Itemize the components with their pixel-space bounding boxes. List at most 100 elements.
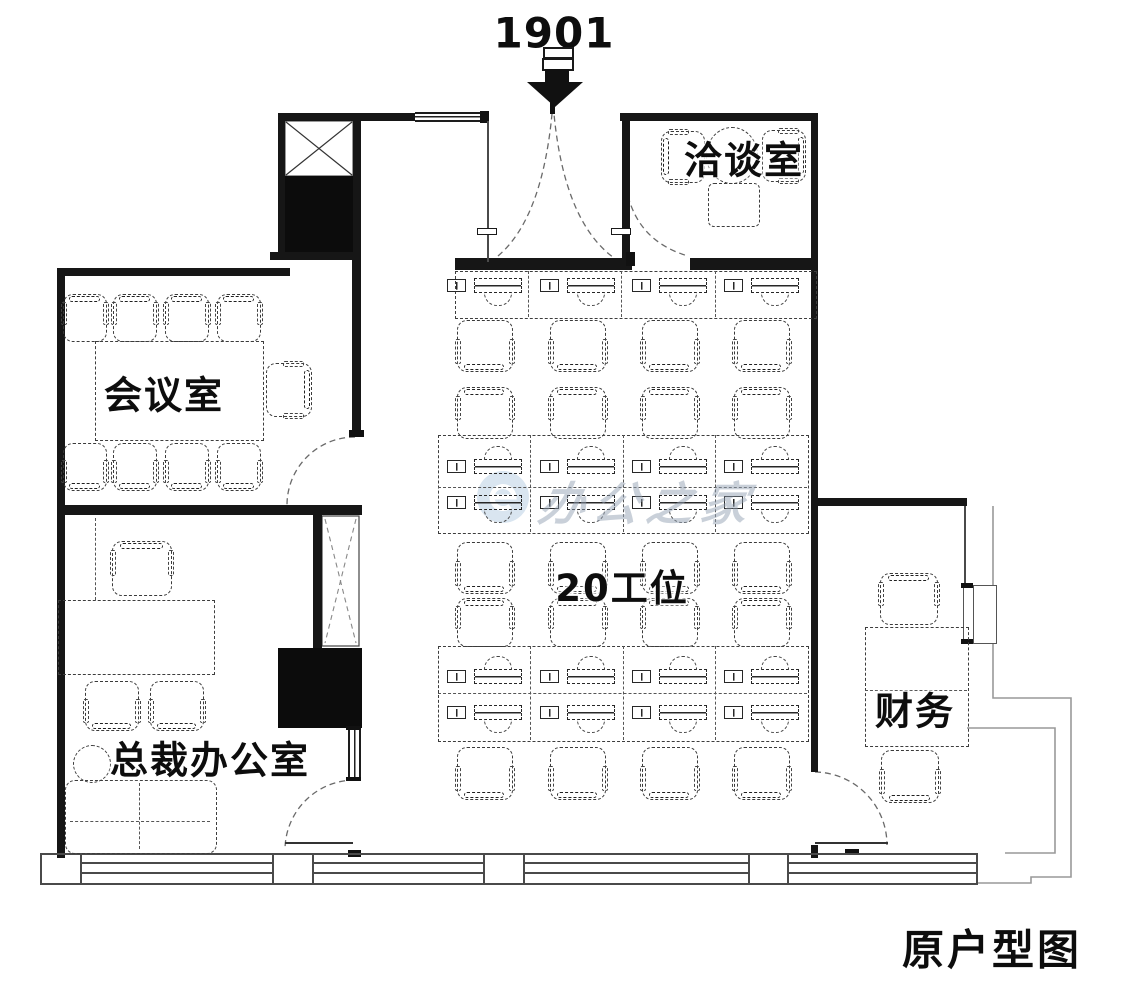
chair-arm bbox=[509, 766, 515, 792]
window-glazing-line bbox=[80, 862, 272, 864]
wall-finance-top bbox=[813, 498, 967, 506]
chair-arm bbox=[935, 769, 941, 795]
entrance-door-arc-right bbox=[553, 113, 621, 263]
wall-open-office-top-right bbox=[690, 258, 818, 270]
desk-divider bbox=[715, 271, 716, 317]
balcony-outline bbox=[978, 506, 1072, 884]
chair bbox=[640, 320, 700, 372]
chair-back bbox=[119, 296, 151, 302]
chair bbox=[455, 387, 515, 439]
chair-back bbox=[171, 483, 203, 489]
band-mullion bbox=[272, 853, 274, 885]
chair bbox=[163, 443, 211, 491]
chair bbox=[111, 443, 159, 491]
finance-desk bbox=[865, 627, 969, 747]
column-x-line bbox=[324, 518, 357, 644]
monitor-icon bbox=[751, 278, 799, 293]
chair bbox=[732, 542, 792, 594]
window-glazing-line bbox=[80, 872, 272, 874]
chair-back bbox=[649, 600, 690, 606]
sofa bbox=[65, 780, 217, 854]
chair-back bbox=[464, 792, 505, 798]
sofa-divider bbox=[139, 783, 140, 849]
chair-back bbox=[304, 370, 310, 409]
desk-return-line bbox=[95, 518, 96, 600]
chair-arm bbox=[257, 460, 263, 484]
ceo-door-arc bbox=[284, 779, 356, 851]
chair bbox=[266, 361, 312, 419]
monitor-icon bbox=[659, 669, 707, 684]
chair-arm bbox=[455, 766, 461, 792]
monitor-icon bbox=[474, 669, 522, 684]
desk-row-north bbox=[455, 271, 817, 319]
window-glazing-line bbox=[787, 862, 978, 864]
chair-arm bbox=[602, 766, 608, 792]
chair bbox=[732, 320, 792, 372]
chair-arm bbox=[640, 766, 646, 792]
door-hinge-block bbox=[845, 849, 859, 855]
wall-right bbox=[811, 113, 818, 772]
chair-back bbox=[557, 389, 598, 395]
band-mullion bbox=[80, 853, 82, 885]
window-endcap bbox=[346, 726, 361, 730]
entrance-jamb-rail bbox=[611, 228, 631, 235]
chair-back bbox=[741, 389, 782, 395]
chair-back bbox=[69, 483, 101, 489]
room-label-open-office: 20工位 bbox=[555, 567, 689, 610]
chair bbox=[215, 294, 263, 342]
chair-arm bbox=[786, 606, 792, 630]
chair-back bbox=[741, 792, 782, 798]
desk-divider bbox=[530, 435, 531, 532]
column-box bbox=[321, 515, 360, 647]
monitor-icon bbox=[474, 705, 522, 720]
window-glazing-line bbox=[312, 862, 483, 864]
chair-arm bbox=[777, 128, 799, 134]
column-x-line bbox=[324, 518, 357, 644]
wall-open-office-top-left bbox=[455, 258, 632, 270]
keyboard-icon bbox=[632, 460, 651, 473]
chair-arm bbox=[640, 339, 646, 364]
chair bbox=[661, 129, 705, 185]
keyboard-icon bbox=[540, 706, 559, 719]
monitor-icon bbox=[567, 495, 615, 510]
entrance-arrow-icon bbox=[527, 82, 583, 107]
chair bbox=[548, 598, 608, 647]
chair-arm bbox=[282, 413, 305, 419]
chair bbox=[762, 128, 806, 184]
chair-back bbox=[741, 586, 782, 592]
chair bbox=[878, 573, 940, 625]
chair-back bbox=[557, 792, 598, 798]
chair-arm bbox=[786, 766, 792, 792]
band-mullion bbox=[312, 853, 314, 885]
keyboard-icon bbox=[447, 279, 466, 292]
window-glazing-line bbox=[523, 872, 748, 874]
keyboard-icon bbox=[632, 706, 651, 719]
chair bbox=[111, 294, 159, 342]
monitor-icon bbox=[751, 669, 799, 684]
chair-arm bbox=[640, 561, 646, 586]
chair-arm bbox=[602, 395, 608, 420]
keyboard-icon bbox=[447, 460, 466, 473]
wall-meeting-top bbox=[57, 268, 290, 276]
chair-arm bbox=[878, 581, 884, 606]
band-mullion bbox=[976, 853, 978, 885]
keyboard-icon bbox=[724, 279, 743, 292]
chair-arm bbox=[257, 301, 263, 325]
chair-back bbox=[557, 364, 598, 370]
wall-shaft-bottom bbox=[270, 252, 361, 260]
desk-divider bbox=[623, 435, 624, 532]
chair-arm bbox=[668, 179, 690, 185]
chair-arm bbox=[215, 301, 221, 325]
desk-bank-center-line bbox=[438, 693, 807, 694]
window-glazing-line bbox=[523, 862, 748, 864]
monitor-icon bbox=[659, 495, 707, 510]
executive-desk bbox=[58, 600, 215, 675]
wall-meeting-ceo-divider bbox=[57, 505, 362, 515]
chair-arm bbox=[200, 699, 206, 723]
band-mullion bbox=[787, 853, 789, 885]
chair-arm bbox=[110, 549, 116, 576]
sofa-seat-line bbox=[70, 821, 210, 822]
chair-back bbox=[557, 586, 598, 592]
chair-arm bbox=[103, 301, 109, 325]
